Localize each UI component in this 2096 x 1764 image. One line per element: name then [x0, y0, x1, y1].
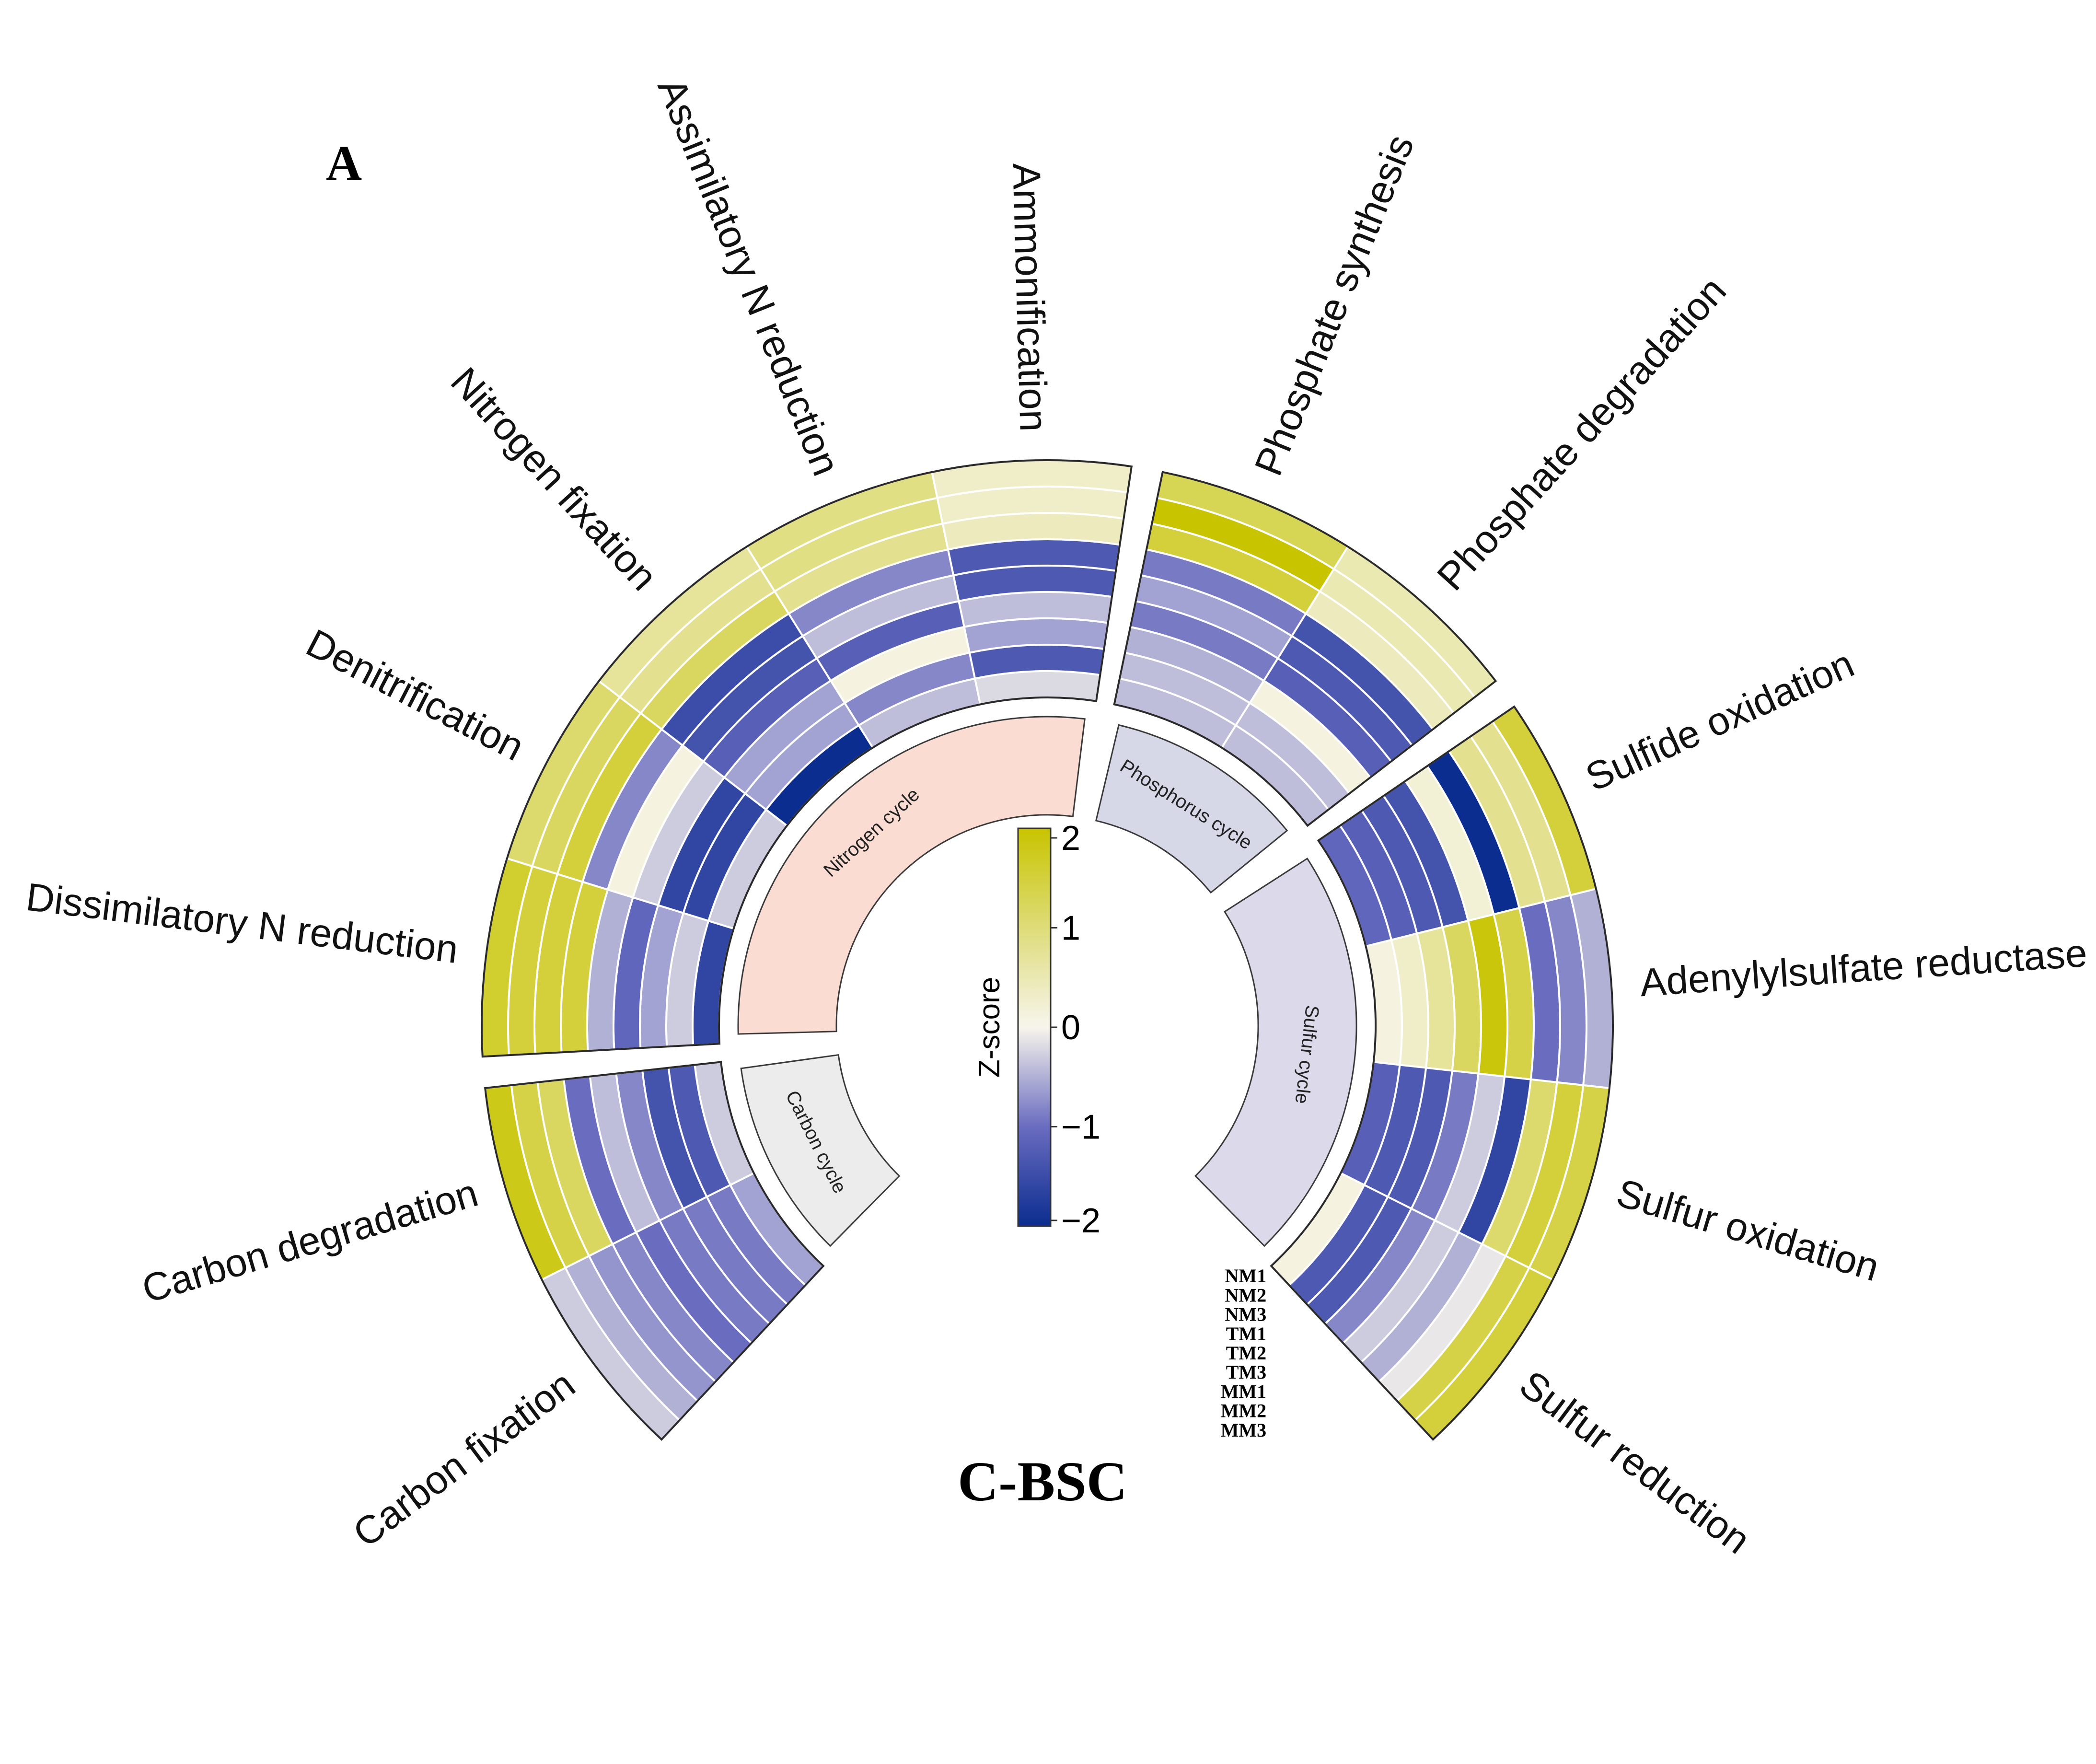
sample-label-mm1: MM1 [1221, 1381, 1267, 1402]
sample-label-nm3: NM3 [1225, 1304, 1267, 1325]
panel-letter: A [326, 136, 362, 191]
colorbar-tick-label: 2 [1061, 819, 1080, 858]
group-outline-sulfur-cycle [1270, 705, 1614, 1441]
group-outline-phosphorus-cycle [1113, 471, 1497, 827]
sample-label-mm3: MM3 [1221, 1419, 1267, 1441]
sample-label-nm1: NM1 [1225, 1265, 1267, 1287]
colorbar-gradient [1017, 827, 1052, 1227]
colorbar-tick-label: −2 [1061, 1202, 1100, 1240]
colorbar-title: Z-score [973, 977, 1006, 1078]
sample-label-mm2: MM2 [1221, 1400, 1267, 1422]
group-sector-sulfur-cycle [1194, 857, 1357, 1247]
sample-label-tm1: TM1 [1226, 1323, 1266, 1345]
group-outline-nitrogen-cycle [481, 459, 1133, 1058]
colorbar-tick-label: 0 [1061, 1009, 1080, 1047]
heatmap-ring [481, 459, 1614, 1441]
group-outline-carbon-cycle [484, 1061, 825, 1441]
group-sector-phosphorus-cycle [1095, 724, 1288, 894]
group-sector-carbon-cycle [740, 1054, 901, 1247]
colorbar-tick-label: 1 [1061, 909, 1080, 948]
feature-label-ammonification: Ammonification [1004, 162, 1055, 432]
colorbar: Z-score 2 1 0 −1 −2 [973, 819, 1100, 1240]
colorbar-tick-label: −1 [1061, 1108, 1100, 1147]
group-sector-nitrogen-cycle [737, 716, 1086, 1035]
chart-title: C-BSC [958, 1450, 1127, 1513]
colorbar-ticks: 2 1 0 −1 −2 [1051, 819, 1100, 1240]
sample-label-nm2: NM2 [1225, 1284, 1267, 1306]
sample-label-tm3: TM3 [1226, 1361, 1266, 1383]
sample-label-tm2: TM2 [1226, 1342, 1266, 1364]
